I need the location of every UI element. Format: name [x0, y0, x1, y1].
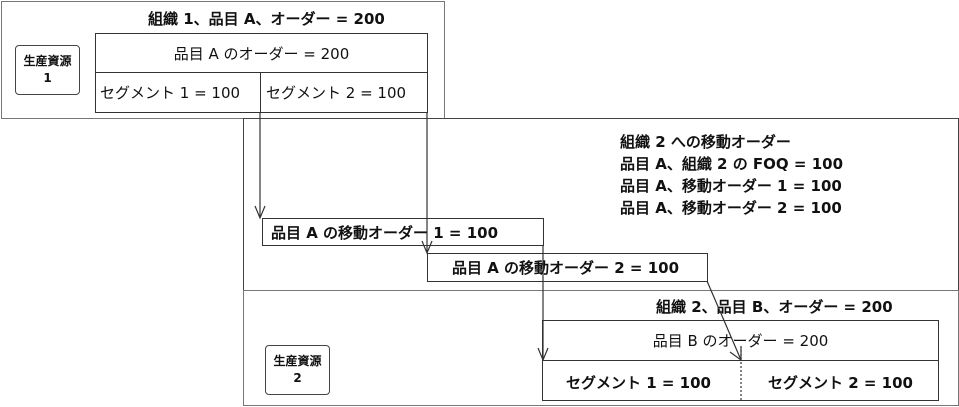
arrow-transfer1-to-org2-segment1	[537, 245, 549, 362]
arrow-transfer2-to-org2-segment2	[706, 280, 742, 362]
transfer-summary-line: 品目 A、移動オーダー 2 = 100	[620, 199, 842, 217]
resource-number: 2	[293, 371, 302, 385]
transfer-order-2: 品目 A の移動オーダー 2 = 100	[427, 253, 708, 282]
org2-segment-2: セグメント 2 = 100	[768, 374, 913, 392]
org1-segment-1: セグメント 1 = 100	[95, 72, 261, 113]
arrow-segment1-to-transfer1	[254, 112, 266, 220]
resource-label: 生産資源	[273, 354, 322, 368]
org2-title: 組織 2、品目 B、オーダー = 200	[656, 298, 893, 316]
org1-order-header: 品目 A のオーダー = 200	[95, 33, 428, 73]
production-resource-2: 生産資源 2	[265, 345, 330, 395]
transfer-summary-line: 品目 A、移動オーダー 1 = 100	[620, 177, 842, 195]
transfer-summary-line: 品目 A、組織 2 の FOQ = 100	[620, 155, 844, 173]
org1-title: 組織 1、品目 A、オーダー = 200	[148, 10, 385, 28]
org2-segment-1: セグメント 1 = 100	[566, 374, 711, 392]
transfer-order-1: 品目 A の移動オーダー 1 = 100	[262, 218, 544, 246]
transfer-summary: 組織 2 への移動オーダー 品目 A、組織 2 の FOQ = 100 品目 A…	[620, 131, 843, 219]
resource-number: 1	[43, 71, 52, 85]
resource-label: 生産資源	[23, 54, 72, 68]
production-resource-1: 生産資源 1	[15, 45, 80, 95]
org1-frame	[1, 1, 445, 119]
org2-order-header: 品目 B のオーダー = 200	[542, 320, 939, 361]
transfer-summary-line: 組織 2 への移動オーダー	[620, 133, 791, 151]
arrow-segment2-to-transfer2	[421, 112, 433, 255]
org1-segment-2: セグメント 2 = 100	[260, 72, 428, 113]
